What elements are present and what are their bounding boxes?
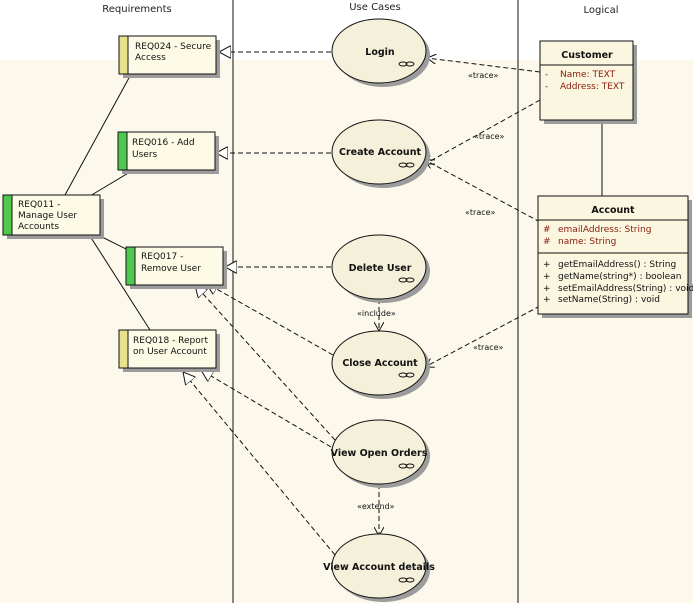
realization-close-req017 — [206, 283, 334, 356]
aggregation-req016-req011 — [77, 171, 131, 204]
requirement-req017-label: REQ017 - Remove User — [141, 252, 201, 274]
requirement-req024[interactable]: REQ024 - Secure Access — [118, 35, 220, 78]
aggregation-req017-req011 — [86, 228, 131, 252]
realization-vieworders-req017 — [195, 285, 336, 441]
aggregation-req018-req011 — [79, 220, 151, 331]
trace-label-4: «trace» — [473, 343, 504, 352]
requirement-req011[interactable]: REQ011 - Manage User Accounts — [2, 194, 104, 239]
use-case-delete-user[interactable]: Delete User — [331, 234, 430, 303]
class-account-op: getName(string*) : boolean — [558, 272, 681, 282]
class-account-op-vis: + — [543, 260, 551, 270]
use-case-close-account[interactable]: Close Account — [331, 330, 430, 399]
requirement-req017[interactable]: REQ017 - Remove User — [125, 246, 227, 289]
class-account-op-vis: + — [543, 295, 551, 305]
lane-title-use-cases: Use Cases — [349, 2, 401, 13]
aggregation-req024-req011 — [57, 75, 131, 209]
requirement-req024-label: REQ024 - Secure Access — [135, 42, 214, 63]
class-customer[interactable]: Customer - Name: TEXT - Address: TEXT — [539, 40, 637, 124]
trace-label-2: «trace» — [474, 132, 505, 141]
connectors — [57, 52, 607, 556]
class-account-attr-vis: # — [543, 225, 551, 235]
class-account-attr: emailAddress: String — [558, 225, 651, 235]
class-customer-attr-vis: - — [545, 70, 548, 80]
use-case-create-account[interactable]: Create Account — [331, 119, 430, 188]
use-case-login[interactable]: Login — [331, 18, 430, 87]
class-account-name: Account — [591, 205, 635, 216]
requirement-req018-label: REQ018 - Report on User Account — [133, 336, 211, 357]
class-customer-attr: Name: TEXT — [560, 70, 616, 80]
class-account-attr: name: String — [558, 237, 616, 247]
requirement-req011-label: REQ011 - Manage User Accounts — [18, 200, 80, 232]
use-case-view-account-details-label: View Account details — [323, 562, 435, 573]
lane-title-logical: Logical — [583, 5, 618, 16]
requirement-req018[interactable]: REQ018 - Report on User Account — [118, 329, 220, 372]
use-case-delete-user-icon — [398, 277, 415, 283]
trace-label-3: «trace» — [465, 208, 496, 217]
class-account-op: setName(String) : void — [558, 295, 660, 305]
lane-title-requirements: Requirements — [102, 4, 172, 15]
class-customer-attr: Address: TEXT — [560, 82, 625, 92]
trace-account-create — [425, 160, 541, 223]
extend-label: «extend» — [357, 502, 395, 511]
use-case-login-label: Login — [365, 47, 395, 58]
use-case-login-icon — [398, 61, 415, 67]
use-case-create-account-label: Create Account — [339, 147, 421, 158]
use-case-delete-user-label: Delete User — [349, 263, 412, 274]
requirement-req016[interactable]: REQ016 - Add Users — [117, 131, 219, 174]
trace-customer-create — [425, 99, 541, 164]
use-case-view-account-details-icon — [398, 577, 415, 583]
use-case-view-account-details[interactable]: View Account details — [323, 533, 435, 602]
trace-label-1: «trace» — [468, 71, 499, 80]
include-label: «include» — [357, 309, 396, 318]
class-customer-attr-vis: - — [545, 82, 548, 92]
class-account-attr-vis: # — [543, 237, 551, 247]
class-account-op-vis: + — [543, 272, 551, 282]
use-case-view-open-orders-icon — [398, 463, 415, 469]
requirement-req016-label: REQ016 - Add Users — [132, 138, 197, 160]
trace-account-close — [425, 305, 541, 367]
class-account-op: getEmailAddress() : String — [558, 260, 676, 270]
class-account[interactable]: Account # emailAddress: String # name: S… — [537, 195, 693, 318]
class-account-op-vis: + — [543, 284, 551, 294]
use-case-create-account-icon — [398, 162, 415, 168]
use-case-view-open-orders-label: View Open Orders — [331, 448, 428, 459]
trace-customer-login — [427, 58, 541, 73]
use-case-view-open-orders[interactable]: View Open Orders — [331, 419, 430, 488]
use-case-close-account-label: Close Account — [342, 358, 418, 369]
use-case-close-account-icon — [398, 372, 415, 378]
class-account-op: setEmailAddress(String) : void — [558, 284, 693, 294]
class-customer-name: Customer — [561, 50, 613, 61]
realization-vieworders-req018 — [201, 370, 332, 448]
